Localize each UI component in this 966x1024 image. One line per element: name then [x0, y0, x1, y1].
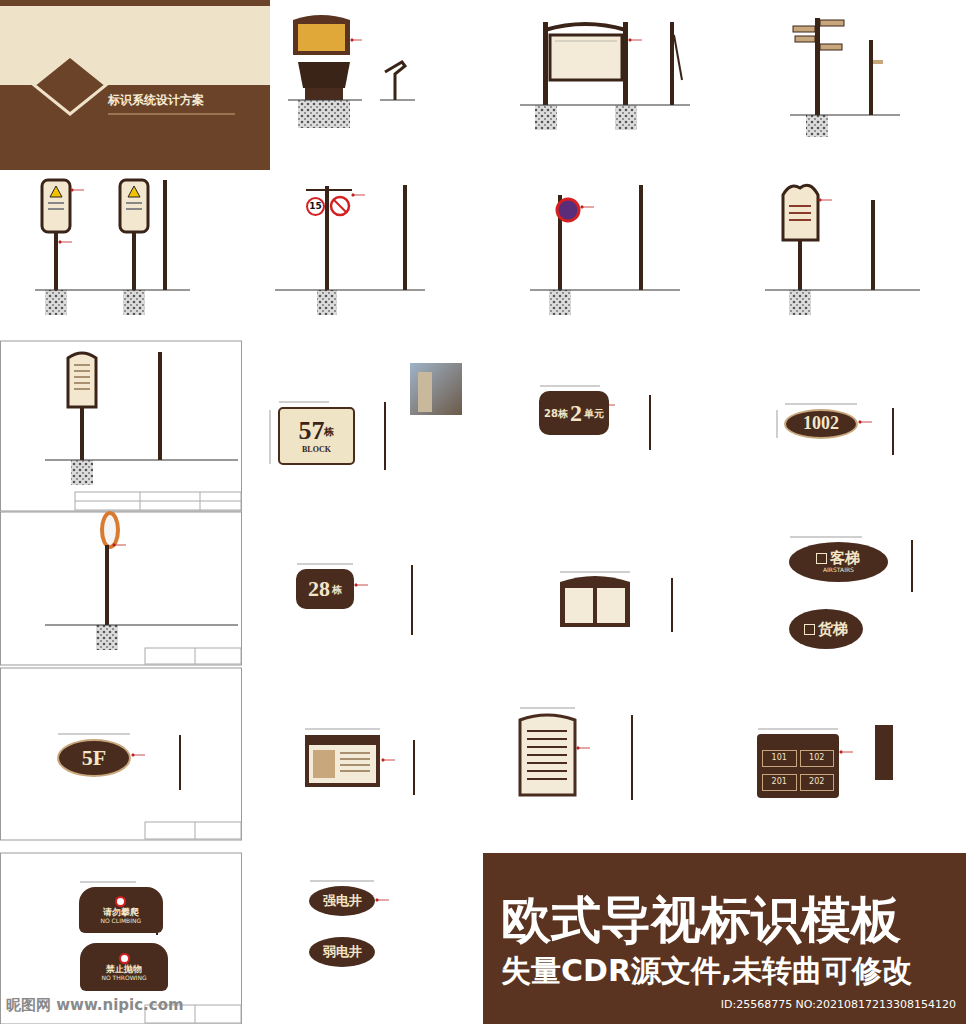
sign-text: 单元	[584, 408, 604, 419]
sign-text: 货梯	[818, 621, 848, 638]
sign-text: NO CLIMBING	[83, 918, 159, 925]
sign-text: 弱电井	[323, 945, 362, 959]
warning-plaque: 请勿攀爬NO CLIMBING	[79, 887, 163, 933]
title-banner: 欧式导视标识模板失量CDR源文件,未转曲可修改 ID:25568775 NO:20…	[483, 853, 966, 1024]
sign-text: 请勿攀爬	[103, 908, 139, 918]
sign-text: 标识系统设计方案	[108, 94, 204, 107]
sign-text: 57	[298, 417, 324, 446]
sign-text: 失量CDR源文件,未转曲可修改	[501, 954, 912, 987]
mailbox-number: 101	[762, 750, 797, 767]
building-number-sign: 57栋 BLOCK	[278, 407, 355, 465]
unit-sign: 28栋2单元	[539, 391, 609, 435]
warning-plaque: 禁止抛物NO THROWING	[80, 943, 168, 991]
sign-text: 2	[570, 400, 582, 426]
sign-text: AIRSTAIRS	[801, 567, 876, 574]
room-number-sign: 1002	[784, 409, 858, 439]
sign-text: 1002	[803, 414, 839, 434]
sign-text: 栋	[332, 584, 342, 595]
sign-text: BLOCK	[284, 446, 349, 455]
mailbox-number: 202	[800, 774, 835, 791]
sign-text: 28栋	[544, 408, 568, 419]
elevator-icon	[816, 553, 827, 564]
watermark: 昵图网 www.nipic.com	[6, 996, 184, 1015]
prohibition-icon	[115, 896, 126, 907]
sign-text: 客梯	[830, 550, 860, 567]
shaft-sign: 弱电井	[309, 937, 375, 967]
floor-sign: 5F	[57, 739, 131, 777]
sign-text: 栋	[324, 426, 334, 437]
elevator-icon	[804, 624, 815, 635]
shaft-sign: 强电井	[309, 886, 375, 916]
sign-text: 28	[308, 577, 330, 601]
sign-text: 欧式导视标识模板	[501, 893, 901, 948]
mailbox-number: 201	[762, 774, 797, 791]
cover-band: 标识系统设计方案	[0, 80, 270, 170]
speed-limit-sign: 15	[306, 197, 325, 216]
elevator-sign: 客梯AIRSTAIRS	[789, 542, 888, 582]
freight-elevator-sign: 货梯	[789, 609, 863, 649]
prohibition-icon	[119, 953, 130, 964]
sign-text: 5F	[82, 746, 106, 770]
mailbox-panel: 101102201202	[757, 734, 839, 798]
sign-text: 强电井	[323, 894, 362, 908]
building-sign: 28栋	[296, 569, 354, 609]
sign-text: 禁止抛物	[106, 965, 142, 975]
sign-text: ID:25568775 NO:20210817213308154120	[721, 999, 956, 1011]
sign-text: 15	[309, 202, 322, 212]
sign-text: NO THROWING	[84, 975, 164, 982]
mailbox-number: 102	[800, 750, 835, 767]
